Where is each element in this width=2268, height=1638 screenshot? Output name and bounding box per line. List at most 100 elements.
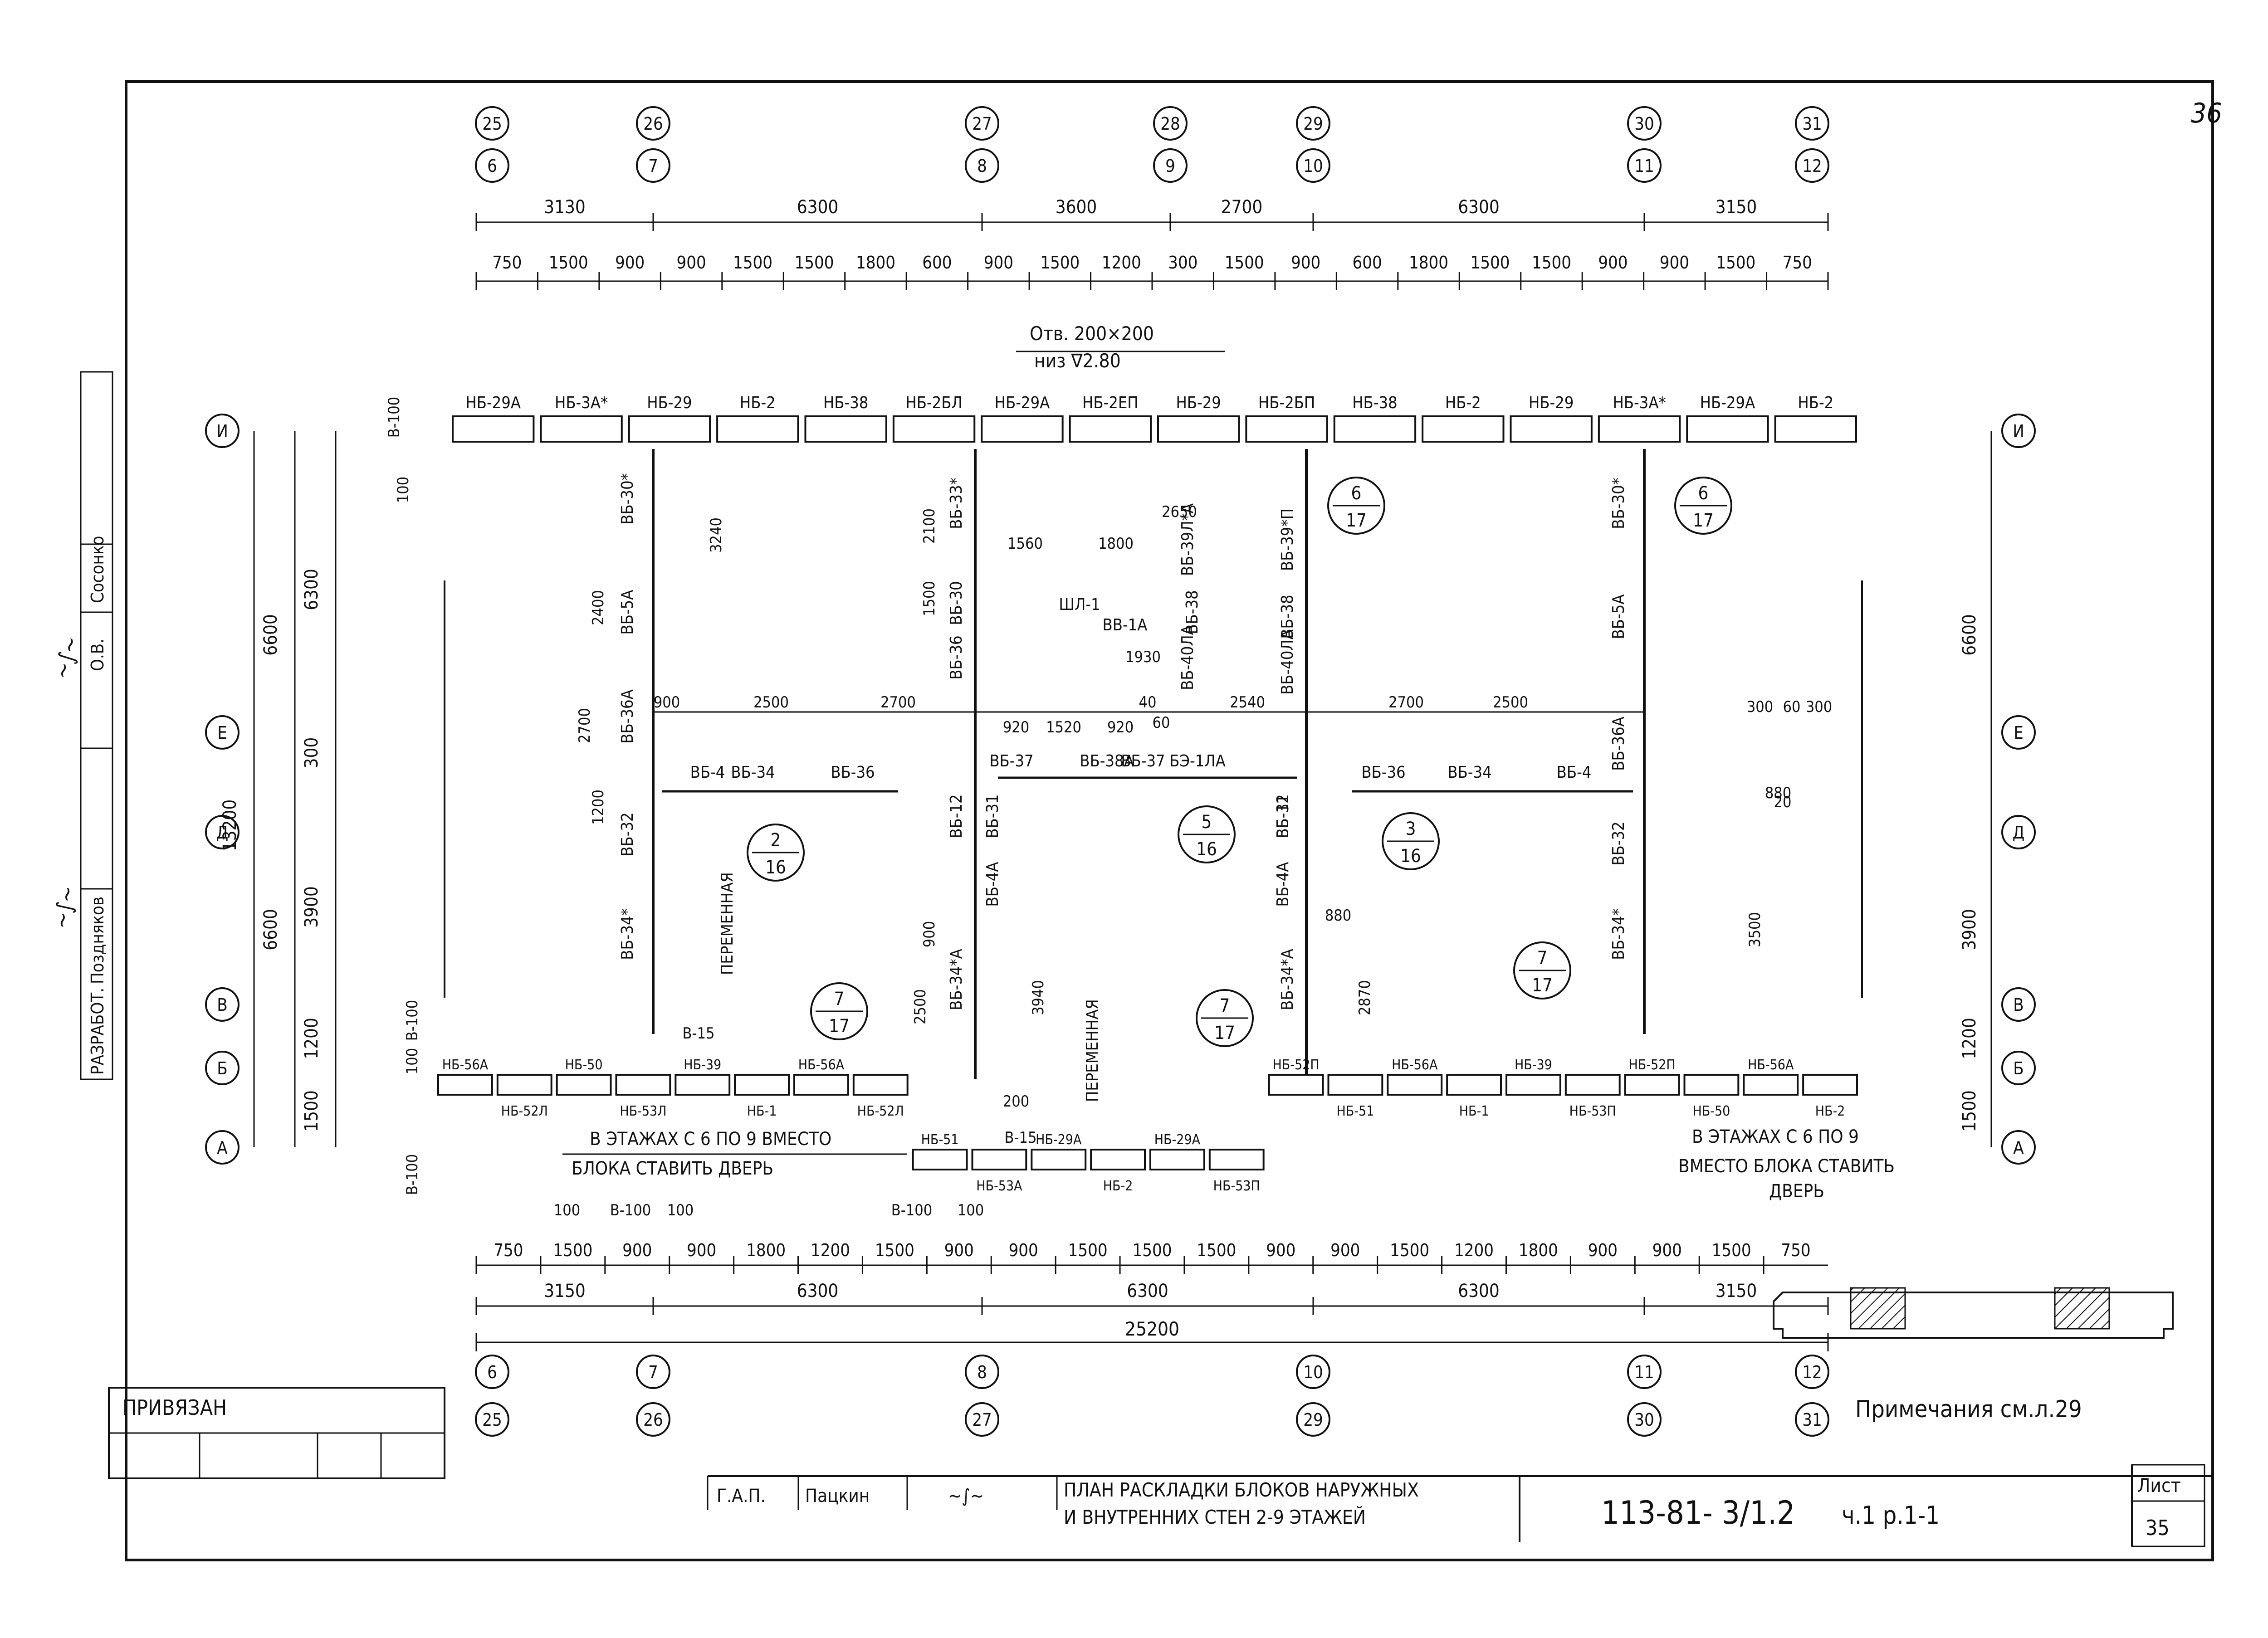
wall-block-label: НБ-2: [1103, 1178, 1133, 1194]
dim-top-minor: 600: [922, 253, 952, 273]
dim-bottom-major: 6300: [1458, 1281, 1500, 1302]
axis-bubble-top: [1627, 148, 1662, 183]
wall-block-label: НБ-2БП: [1258, 394, 1315, 412]
axis-bubble-left: [205, 1130, 240, 1165]
small-dimension: 2400: [589, 590, 607, 625]
sheet-label: Лист: [2137, 1474, 2181, 1497]
small-dimension: 900: [920, 921, 938, 947]
dim-top-minor: 750: [492, 253, 522, 273]
dim-bottom-major: 6300: [1127, 1281, 1168, 1302]
dim-bottom-minor: 750: [494, 1240, 523, 1260]
wall-block-label: НБ-50: [1692, 1103, 1730, 1119]
inner-block-label: ВБ-36А: [1609, 717, 1628, 770]
wall-block-label: НБ-51: [1336, 1103, 1374, 1119]
wall-block-label: НБ-29: [647, 394, 692, 412]
dim-right: 6600: [1959, 614, 1980, 656]
inner-block-label: ВБ-12: [1274, 794, 1292, 838]
axis-bubble-top: [1153, 148, 1188, 183]
stamp-signature-1: ~∫~: [49, 634, 84, 682]
wall-block-label: НБ-2БЛ: [905, 394, 962, 412]
inner-block-label: ВБ-36А: [618, 689, 637, 743]
dim-bottom-minor: 900: [944, 1240, 974, 1260]
wall-block: [1598, 415, 1681, 443]
wall-block: [675, 1074, 731, 1096]
small-dimension: 2870: [1356, 980, 1374, 1015]
inner-block-label: ВБ-5А: [1609, 595, 1628, 639]
axis-bubble-bottom: [965, 1355, 999, 1389]
small-dimension: В-100: [403, 1154, 421, 1195]
callout-top: 7: [1537, 948, 1548, 969]
wall-block: [615, 1074, 671, 1096]
wall-block: [628, 415, 711, 443]
axis-label-left: А: [217, 1138, 228, 1158]
small-dimension: 300: [1806, 698, 1832, 716]
page-mark: 36: [2191, 98, 2222, 129]
wall-block-label: НБ-51: [921, 1132, 959, 1148]
small-dimension: 100: [403, 1048, 421, 1074]
dim-top-major: 6300: [1458, 197, 1500, 218]
small-dimension: 1500: [920, 581, 938, 616]
dim-bottom-minor: 1500: [1197, 1240, 1236, 1260]
axis-label-bottom: 31: [1802, 1410, 1822, 1430]
dim-top-minor: 1800: [856, 253, 895, 273]
wall-block: [1510, 415, 1593, 443]
wall-block-label: НБ-56А: [442, 1057, 489, 1073]
inner-block-label: ВБ-38А: [1080, 752, 1134, 770]
inner-block-label: ВБ-4: [1557, 763, 1592, 782]
callout-top: 7: [1220, 995, 1230, 1016]
inner-block-label: ВБ-36: [831, 763, 875, 782]
wall-block: [1157, 415, 1240, 443]
dim-bottom-major: 6300: [797, 1281, 839, 1302]
gap-label: Г.А.П.: [717, 1486, 766, 1506]
small-dimension: В-100: [403, 1000, 421, 1041]
inner-block-label: ШЛ-1: [1059, 595, 1100, 614]
wall-block-label: НБ-29: [1529, 394, 1574, 412]
dim-top-minor: 1500: [549, 253, 588, 273]
axis-bubble-top: [1627, 106, 1662, 141]
drawing-part: ч.1 р.1-1: [1842, 1501, 1940, 1530]
note-right-2: ВМЕСТО БЛОКА СТАВИТЬ: [1678, 1156, 1895, 1177]
dim-total: 25200: [1125, 1318, 1179, 1340]
inner-block-label: ВБ-39*П: [1278, 508, 1297, 571]
small-dimension: 60: [1153, 714, 1170, 732]
dim-right: 1500: [1959, 1090, 1980, 1132]
small-dimension: 2500: [1493, 693, 1528, 712]
wall-block-label: НБ-52Л: [857, 1103, 904, 1119]
wall-block-label: НБ-3А*: [555, 394, 608, 412]
axis-label-right: И: [2013, 421, 2024, 441]
wall-block: [1683, 1074, 1740, 1096]
dim-top-minor: 1800: [1409, 253, 1448, 273]
small-dimension: В-100: [385, 397, 403, 438]
callout-top: 7: [834, 989, 845, 1009]
wall-block-label: НБ-52П: [1272, 1057, 1319, 1073]
small-dimension: 100: [394, 477, 412, 503]
sheet-frame: [125, 80, 2214, 1561]
wall-block: [1031, 1149, 1087, 1170]
wall-block: [1387, 1074, 1443, 1096]
dim-top-minor: 900: [1598, 253, 1628, 273]
inner-block-label: ВБ-4А: [983, 862, 1002, 907]
axis-bubble-bottom: [475, 1355, 509, 1389]
sheet-number: 35: [2146, 1516, 2170, 1540]
axis-bubble-top: [965, 148, 999, 183]
wall-block: [1327, 1074, 1383, 1096]
inner-block-label: ВБ-39Л*А: [1178, 503, 1197, 576]
wall-block-label: НБ-53А: [976, 1178, 1022, 1194]
inner-block-label: ВБ-34*А: [947, 949, 966, 1010]
wall-block-label: НБ-56А: [1392, 1057, 1438, 1073]
axis-label-bottom: 11: [1634, 1362, 1654, 1382]
dim-bottom-minor: 1200: [1454, 1240, 1494, 1260]
inner-block-label: ВБ-34: [1447, 763, 1491, 782]
variable-label-1: ПЕРЕМЕННАЯ: [718, 872, 737, 975]
callout-bottom: 16: [1196, 839, 1217, 860]
axis-label-bottom: 26: [643, 1410, 663, 1430]
wall-block-label: НБ-3А*: [1613, 394, 1666, 412]
privyazan-label: ПРИВЯЗАН: [122, 1395, 227, 1420]
small-dimension: В-15: [1005, 1129, 1037, 1147]
inner-block-label: ВБ-33*: [947, 478, 966, 529]
small-dimension: 920: [1003, 718, 1029, 736]
wall-block-label: НБ-53П: [1213, 1178, 1260, 1194]
small-dimension: 2540: [1230, 693, 1265, 712]
inner-block-label: ВВ-1А: [1103, 616, 1148, 634]
inner-block-label: ВБ-31: [983, 794, 1002, 838]
